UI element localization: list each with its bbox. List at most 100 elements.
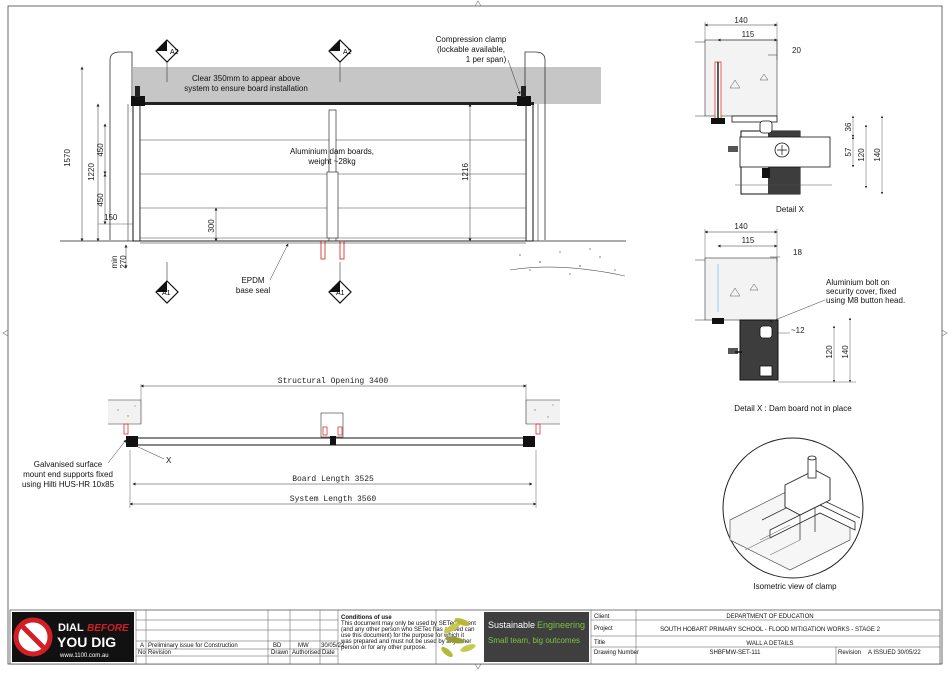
board-length-dim: Board Length 3525: [292, 475, 374, 484]
dx-dim-140v: 140: [873, 148, 882, 162]
dx-dim-115: 115: [742, 30, 755, 39]
rev-row-date: 30/05/22: [321, 643, 345, 649]
seal-note-line2: base seal: [236, 286, 270, 295]
boards-note-line1: Aluminium dam boards,: [290, 147, 374, 156]
dx-dim-140: 140: [734, 16, 748, 25]
value-drawing-number: SHBFMW-SET-111: [709, 650, 761, 656]
company-tagline: Small team, big outcomes: [488, 636, 580, 645]
supports-note-line2: mount end supports fixed: [23, 470, 113, 479]
label-client: Client: [594, 614, 610, 620]
svg-text:was prepared and must not be u: was prepared and must not be used by any…: [340, 639, 471, 645]
company-band: [484, 612, 589, 662]
dx2-dim-120: 120: [825, 345, 834, 359]
isometric-view: Isometric view of clamp: [722, 437, 864, 591]
dx-dim-20: 20: [792, 46, 801, 55]
bolt-note-line2: security cover, fixed: [826, 287, 896, 296]
bolt-note-line1: Aluminium bolt on: [826, 278, 890, 287]
dim-1216: 1216: [461, 163, 470, 181]
svg-text:DIAL: DIAL: [58, 622, 84, 634]
value-revision: A ISSUED 30/05/22: [868, 650, 921, 656]
svg-text:A1: A1: [336, 290, 345, 297]
dim-1220: 1220: [87, 163, 96, 181]
plan-view: Structural Opening 3400 X Board Length 3…: [22, 377, 560, 508]
value-client: DEPARTMENT OF EDUCATION: [726, 614, 813, 620]
x-marker: X: [166, 456, 172, 465]
rev-row-letter: A: [140, 643, 144, 649]
dim-min: min: [110, 256, 119, 269]
bolt-note-line3: using M8 button head.: [826, 296, 905, 305]
detail-x2-title: Detail X : Dam board not in place: [734, 404, 852, 413]
svg-text:www.1100.com.au: www.1100.com.au: [59, 653, 109, 659]
dial-before-you-dig-logo: DIAL BEFORE YOU DIG www.1100.com.au: [12, 612, 134, 662]
front-elevation: Clear 350mm to appear above system to en…: [60, 35, 626, 304]
value-project: SOUTH HOBART PRIMARY SCHOOL - FLOOD MITI…: [660, 627, 880, 633]
clamp-note-line2: (lockable available,: [437, 45, 505, 54]
dim-1570: 1570: [63, 149, 72, 167]
svg-text:use this document) for the pur: use this document) for the purpose for w…: [341, 633, 464, 639]
svg-text:Conditions of use: Conditions of use: [341, 615, 392, 621]
svg-text:A1: A1: [162, 290, 171, 297]
header-date: Date: [322, 650, 335, 656]
clearance-note-line2: system to ensure board installation: [184, 84, 308, 93]
svg-text:BEFORE: BEFORE: [87, 623, 129, 634]
dx-dim-57: 57: [844, 147, 853, 156]
detail-x-no-board: 140 115 18 ~12 120 140 Aluminium bolt on…: [695, 222, 905, 413]
system-length-dim: System Length 3560: [290, 495, 377, 504]
conditions-of-use: Conditions of use This document may only…: [340, 615, 476, 651]
label-drawing-number: Drawing Number: [594, 650, 639, 656]
dim-450-upper: 450: [96, 143, 105, 157]
dx2-dim-115: 115: [742, 236, 755, 245]
header-authorised: Authorised: [292, 650, 321, 656]
structural-opening-dim: Structural Opening 3400: [278, 377, 389, 386]
dx2-dim-140: 140: [734, 222, 748, 231]
svg-text:(and any other person who SETe: (and any other person who SETec has agre…: [341, 627, 474, 633]
svg-text:A2: A2: [170, 49, 179, 56]
rev-row-authorised: MW: [298, 643, 309, 649]
detail-x-title: Detail X: [776, 205, 805, 214]
leaf-logo: [441, 618, 476, 658]
dx-dim-36: 36: [844, 122, 853, 131]
dx-dim-120: 120: [857, 148, 866, 162]
dim-150: 150: [104, 213, 118, 222]
label-revision: Revision: [838, 650, 861, 656]
dim-450-lower: 450: [96, 193, 105, 207]
svg-text:YOU DIG: YOU DIG: [57, 634, 116, 650]
clamp-note-line3: 1 per span): [466, 55, 507, 64]
end-post-left: [132, 103, 141, 242]
rev-row-description: Preliminary issue for Construction: [148, 643, 238, 649]
clamp-left: [131, 96, 145, 106]
section-marker-a2-left: A2: [155, 39, 179, 82]
dx2-dim-12: ~12: [791, 326, 805, 335]
section-marker-a1-left: A1: [155, 262, 179, 304]
clamp-right: [517, 96, 531, 106]
supports-note-line1: Galvanised surface: [34, 460, 103, 469]
seal-note-line1: EPDM: [241, 276, 264, 285]
svg-text:This document may only be used: This document may only be used by SETec'…: [341, 621, 476, 627]
rev-row-drawn: BD: [273, 643, 282, 649]
dx2-dim-18: 18: [793, 248, 802, 257]
end-post-right: [525, 103, 534, 242]
header-drawn: Drawn: [271, 650, 288, 656]
svg-text:person or for any other purpos: person or for any other purpose.: [341, 645, 427, 651]
company-name-1: Sustainable: [488, 620, 535, 630]
section-marker-a1-centre: A1: [328, 262, 352, 304]
section-marker-a2-centre: A2: [328, 39, 352, 82]
clearance-note-line1: Clear 350mm to appear above: [192, 74, 301, 83]
header-no: No: [138, 650, 146, 656]
dim-270: 270: [119, 255, 128, 269]
title-block: DIAL BEFORE YOU DIG www.1100.com.au A Pr…: [9, 609, 941, 665]
supports-note-line3: using Hilti HUS-HR 10x85: [22, 480, 115, 489]
label-title: Title: [594, 640, 606, 646]
svg-text:A2: A2: [343, 49, 352, 56]
label-project: Project: [594, 626, 613, 632]
detail-x: 140 115 20 36 57 120 140 Detail X: [695, 16, 884, 214]
dim-300: 300: [207, 219, 216, 233]
company-name-2: Engineering: [537, 620, 585, 630]
dx2-dim-140v: 140: [841, 345, 850, 359]
clamp-note-line1: Compression clamp: [436, 35, 507, 44]
boards-note-line2: weight ~28kg: [307, 157, 355, 166]
isometric-title: Isometric view of clamp: [753, 582, 837, 591]
header-revision: Revision: [148, 650, 171, 656]
